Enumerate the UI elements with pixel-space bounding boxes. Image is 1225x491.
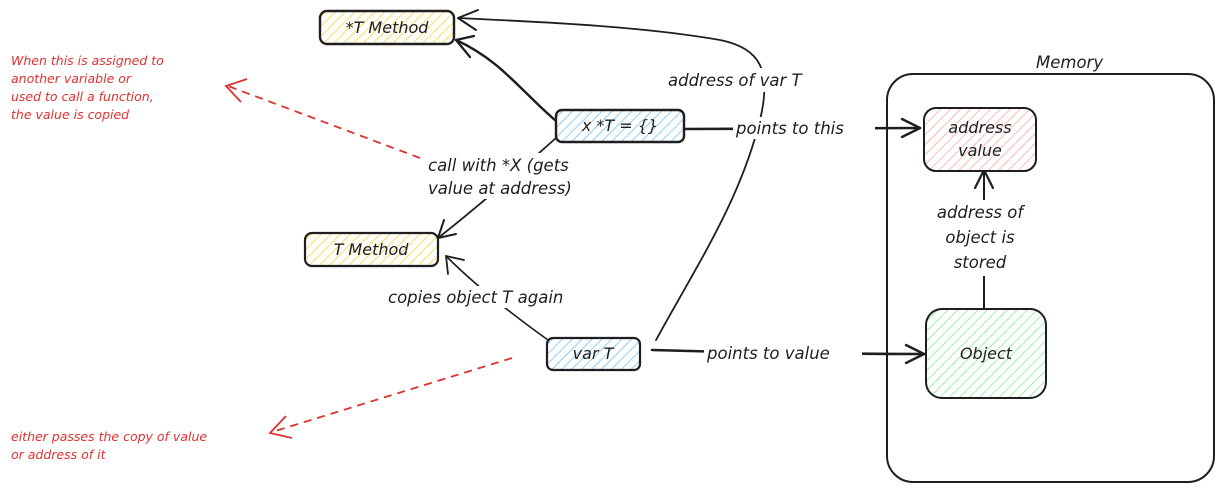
- note-either-arrowhead: [268, 415, 293, 439]
- label-bg-address-of-var-t: [664, 68, 880, 92]
- note-either: either passes the copy of value or addre…: [11, 429, 207, 462]
- node-x-ptr[interactable]: x *T = {}: [554, 108, 686, 144]
- node-ptr-method[interactable]: *T Method: [318, 9, 456, 46]
- note-either-line2: or address of it: [11, 447, 107, 462]
- node-address-value-line2: value: [958, 141, 1002, 160]
- label-address-of-var-t: address of var T: [668, 71, 803, 90]
- node-var-t-label: var T: [573, 344, 615, 363]
- label-points-to-value: points to value: [706, 344, 830, 363]
- label-address-of-object-line1: address of: [937, 203, 1026, 222]
- label-bg-address-of-object: [918, 200, 1042, 276]
- edge-x-to-ptr-method: [454, 38, 558, 123]
- label-bg-points-to-value: [704, 342, 862, 364]
- label-address-of-object-line3: stored: [954, 253, 1007, 272]
- node-t-method[interactable]: T Method: [303, 231, 440, 268]
- note-either-line1: either passes the copy of value: [11, 429, 207, 444]
- node-x-ptr-label: x *T = {}: [581, 116, 658, 135]
- node-address-value[interactable]: address value: [923, 107, 1037, 172]
- memory-container: [886, 73, 1215, 483]
- edge-var-t-to-ptr-method: [457, 17, 766, 341]
- note-copied: When this is assigned to another variabl…: [11, 53, 164, 122]
- node-object[interactable]: Object: [925, 308, 1047, 399]
- label-bg-points-to-this: [733, 117, 875, 139]
- note-copied-line3: used to call a function,: [11, 89, 154, 104]
- node-object-label: Object: [960, 344, 1013, 363]
- note-copied-arrowhead: [224, 78, 248, 103]
- edge-var-t-to-object-arrowhead: [904, 343, 926, 365]
- label-call-with-x-line2: value at address): [428, 179, 572, 198]
- label-call-with-x-line1: call with *X (gets: [428, 156, 569, 175]
- node-var-t[interactable]: var T: [545, 336, 642, 372]
- label-address-of-object-line2: object is: [945, 228, 1015, 247]
- note-copied-arrow: [227, 85, 421, 159]
- edge-var-t-to-ptr-method-arrowhead: [457, 9, 479, 31]
- label-copies-object: copies object T again: [388, 288, 563, 307]
- edge-x-to-ptr-method-arrowhead: [454, 34, 476, 59]
- edge-var-t-to-t-method-arrowhead: [445, 255, 465, 275]
- label-bg-call-with-x: [424, 153, 608, 199]
- node-t-method-label: T Method: [334, 240, 410, 259]
- node-ptr-method-label: *T Method: [346, 18, 430, 37]
- note-copied-line2: another variable or: [11, 71, 132, 86]
- node-address-value-line1: address: [948, 118, 1011, 137]
- note-either-arrow: [271, 357, 513, 433]
- label-points-to-this: points to this: [735, 119, 844, 138]
- memory-label: Memory: [1036, 53, 1103, 72]
- edge-x-to-address-value-arrowhead: [900, 117, 922, 139]
- label-bg-copies-object: [384, 286, 602, 308]
- note-copied-line4: the value is copied: [11, 107, 129, 122]
- note-copied-line1: When this is assigned to: [11, 53, 164, 68]
